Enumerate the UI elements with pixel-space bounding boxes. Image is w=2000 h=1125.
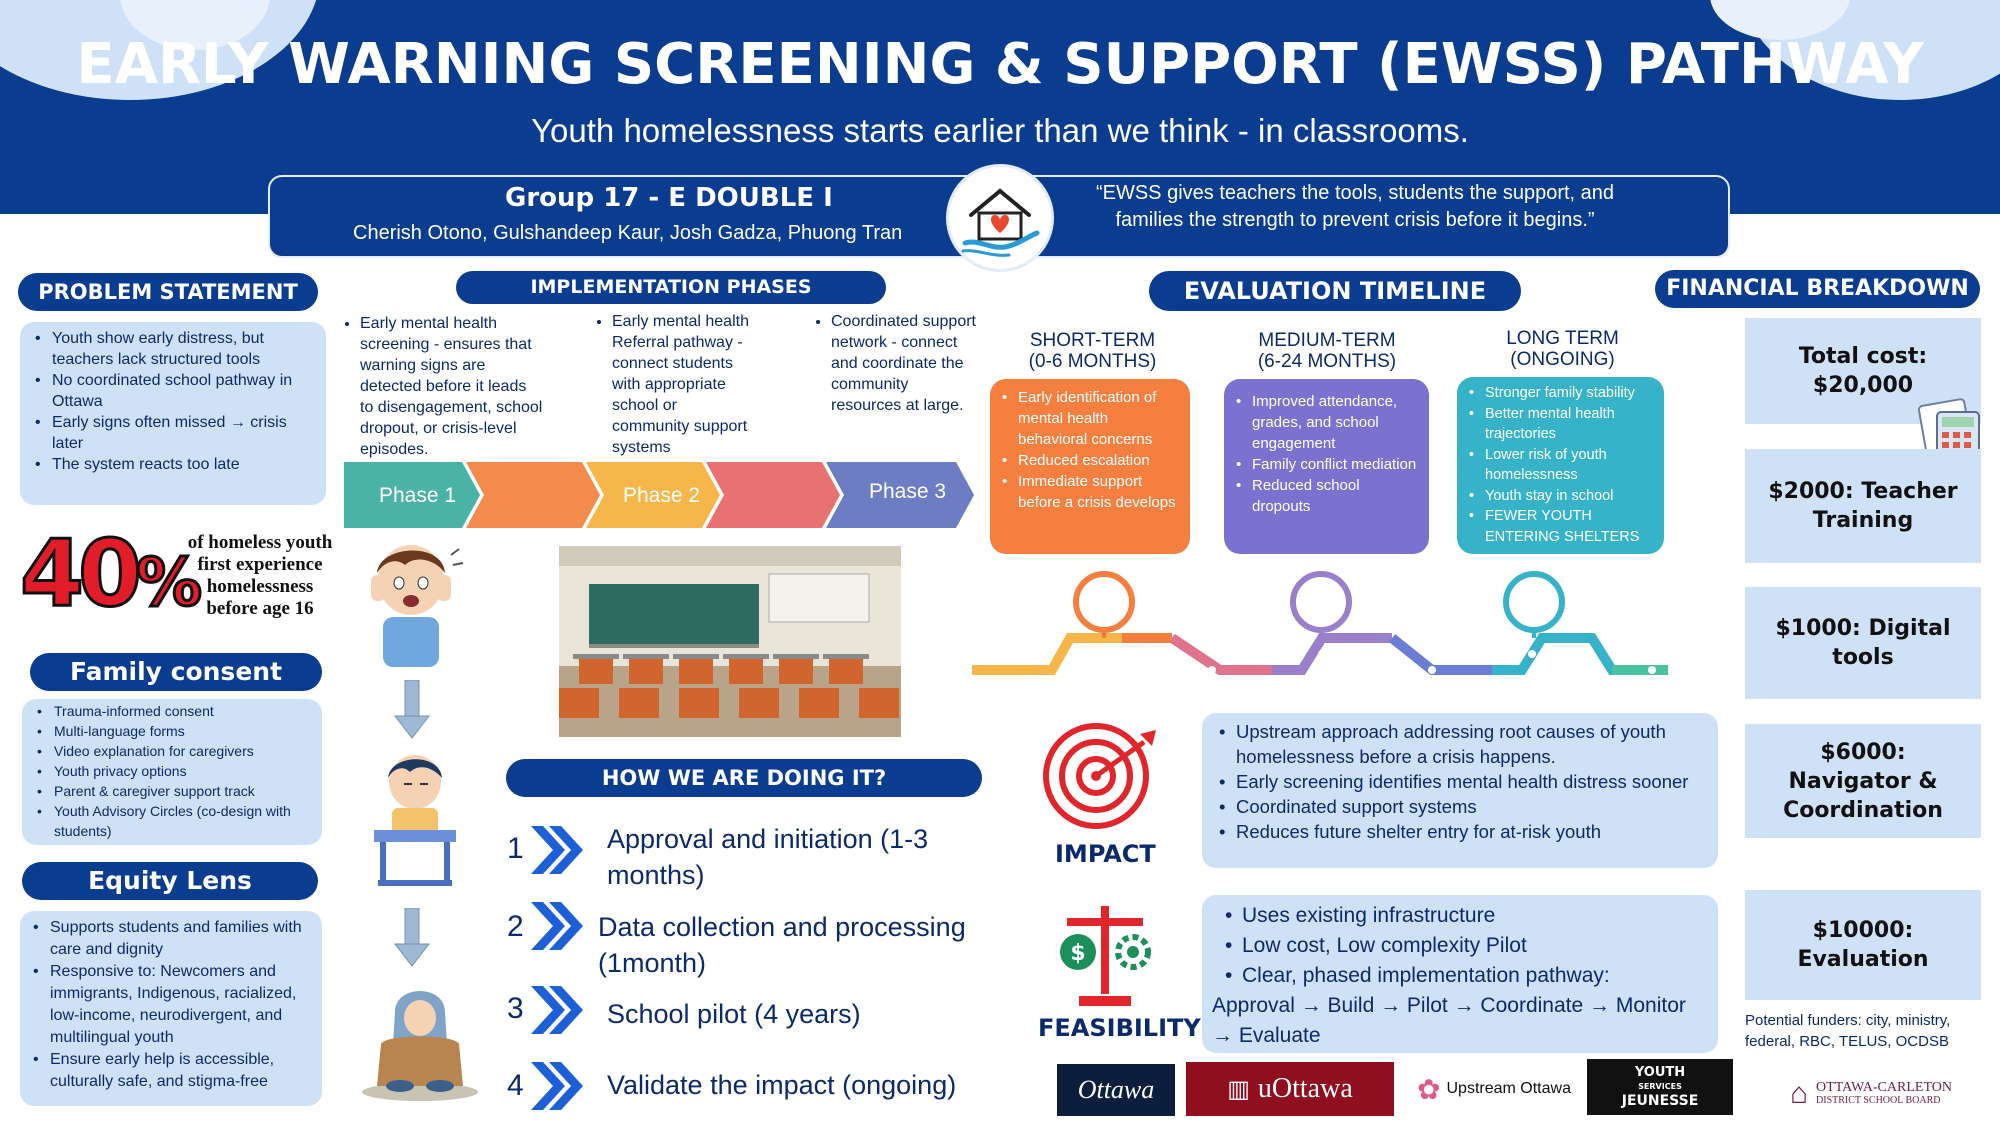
phase-3-label: Phase 3 xyxy=(869,480,947,503)
consent-item: Youth Advisory Circles (co-design with s… xyxy=(34,801,314,841)
group-title: Group 17 - E DOUBLE I xyxy=(505,183,833,213)
phase-3-description: Coordinated support network - connect an… xyxy=(815,311,980,416)
chevron-phase-2 xyxy=(586,462,720,528)
target-icon xyxy=(1043,723,1156,829)
ocdsb-logo: ⌂ OTTAWA-CARLETON DISTRICT SCHOOL BOARD xyxy=(1790,1077,1952,1110)
impact-label: IMPACT xyxy=(1055,840,1156,868)
step-text: School pilot (4 years) xyxy=(607,999,861,1029)
upstream-ottawa-logo: ✿Upstream Ottawa xyxy=(1417,1073,1571,1105)
short-term-card: Early identification of mental health be… xyxy=(990,379,1190,554)
tired-student-illustration xyxy=(374,755,456,886)
phase-1-description: Early mental health screening - ensures … xyxy=(344,313,544,460)
double-chevron-icon xyxy=(531,902,583,950)
potential-funders: Potential funders: city, ministry, feder… xyxy=(1745,1012,1951,1050)
chevron-phase-3 xyxy=(826,462,974,528)
youth-services-logo: YOUTH SERVICES JEUNESSE xyxy=(1587,1059,1733,1115)
impact-box: Upstream approach addressing root causes… xyxy=(1202,713,1718,868)
financial-navigator: $6000: Navigator & Coordination xyxy=(1745,724,1981,838)
consent-item: Trauma-informed consent xyxy=(34,701,314,721)
phase-2-label: Phase 2 xyxy=(623,484,701,507)
feasibility-item: Clear, phased implementation pathway: xyxy=(1222,961,1708,991)
phase-2-description: Early mental health Referral pathway - c… xyxy=(596,311,756,458)
feasibility-item: Uses existing infrastructure xyxy=(1222,901,1708,931)
calculator-icon xyxy=(1917,398,1980,465)
phase-chevrons xyxy=(344,462,974,528)
down-arrow-icon xyxy=(393,680,431,739)
svg-text:$: $ xyxy=(1070,941,1085,966)
classroom-photo xyxy=(559,546,901,737)
problem-item: No coordinated school pathway in Ottawa xyxy=(32,370,316,412)
medium-term-title: MEDIUM-TERM(6-24 MONTHS) xyxy=(1257,330,1397,372)
double-chevron-icon xyxy=(531,986,583,1034)
consent-item: Video explanation for caregivers xyxy=(34,741,314,761)
phases-heading: IMPLEMENTATION PHASES xyxy=(456,271,886,304)
impact-item: Reduces future shelter entry for at-risk… xyxy=(1216,819,1708,844)
quote: “EWSS gives teachers the tools, students… xyxy=(1095,182,1615,231)
long-term-card: Stronger family stability Better mental … xyxy=(1457,377,1664,554)
equity-item: Ensure early help is accessible, cultura… xyxy=(30,1049,314,1093)
problem-item: Youth show early distress, but teachers … xyxy=(32,328,316,370)
step-number: 4 xyxy=(507,1069,524,1102)
ottawa-logo: Ottawa xyxy=(1057,1064,1175,1116)
equity-item: Responsive to: Newcomers and immigrants,… xyxy=(30,961,314,1049)
double-chevron-icon xyxy=(531,1062,583,1110)
flower-icon: ✿ xyxy=(1417,1073,1441,1105)
problem-heading: PROBLEM STATEMENT xyxy=(18,273,318,311)
impact-item: Coordinated support systems xyxy=(1216,794,1708,819)
medium-term-card: Improved attendance, grades, and school … xyxy=(1224,379,1429,554)
double-chevron-icon xyxy=(531,826,583,874)
chevron-arrow-red xyxy=(706,462,840,528)
long-term-title: LONG TERM(ONGOING) xyxy=(1506,328,1619,370)
uottawa-logo: ▥uOttawa xyxy=(1186,1062,1394,1116)
phase-1-label: Phase 1 xyxy=(379,484,457,507)
balance-scale-icon: $ xyxy=(1060,906,1151,1006)
poster-subtitle: Youth homelessness starts earlier than w… xyxy=(531,112,1469,149)
school-icon: ⌂ xyxy=(1790,1077,1809,1110)
evaluation-heading: EVALUATION TIMELINE xyxy=(1149,271,1521,311)
consent-item: Youth privacy options xyxy=(34,761,314,781)
impact-item: Early screening identifies mental health… xyxy=(1216,769,1708,794)
step-number: 1 xyxy=(507,832,524,865)
equity-heading: Equity Lens xyxy=(22,862,318,900)
step-text: Approval and initiation (1-3 months) xyxy=(607,824,929,890)
timeline-graphic xyxy=(972,571,1668,675)
homeless-youth-illustration xyxy=(362,991,478,1101)
short-term-title: SHORT-TERM(0-6 MONTHS) xyxy=(1028,330,1157,372)
financial-heading: FINANCIAL BREAKDOWN xyxy=(1655,270,1980,308)
problem-item: The system reacts too late xyxy=(32,454,316,475)
how-heading: HOW WE ARE DOING IT? xyxy=(506,759,982,797)
stat-number: 40% xyxy=(18,519,203,629)
financial-teacher-training: $2000: Teacher Training xyxy=(1745,449,1981,563)
consent-box: Trauma-informed consent Multi-language f… xyxy=(22,699,322,845)
feasibility-label: FEASIBILITY xyxy=(1038,1014,1201,1042)
step-number: 2 xyxy=(507,910,524,943)
feasibility-item: Low cost, Low complexity Pilot xyxy=(1222,931,1708,961)
impact-item: Upstream approach addressing root causes… xyxy=(1216,719,1708,769)
poster-title: EARLY WARNING SCREENING & SUPPORT (EWSS)… xyxy=(76,32,1924,97)
step-number: 3 xyxy=(507,992,524,1025)
down-arrow-icon xyxy=(393,908,431,967)
financial-digital-tools: $1000: Digital tools xyxy=(1745,587,1981,699)
problem-box: Youth show early distress, but teachers … xyxy=(20,322,326,505)
feasibility-pathway: Approval → Build → Pilot → Coordinate → … xyxy=(1212,994,1686,1047)
stat-text: of homeless youth first experience homel… xyxy=(187,532,333,619)
consent-item: Multi-language forms xyxy=(34,721,314,741)
building-icon: ▥ xyxy=(1227,1076,1250,1103)
step-text: Data collection and processing (1month) xyxy=(598,912,966,978)
chevron-arrow-orange xyxy=(466,462,600,528)
consent-heading: Family consent xyxy=(30,653,322,691)
step-text: Validate the impact (ongoing) xyxy=(607,1070,957,1100)
financial-evaluation: $10000: Evaluation xyxy=(1745,890,1981,1000)
equity-box: Supports students and families with care… xyxy=(20,911,322,1106)
problem-item: Early signs often missed → crisis later xyxy=(32,412,316,454)
group-members: Cherish Otono, Gulshandeep Kaur, Josh Ga… xyxy=(353,222,903,244)
home-heart-logo-icon xyxy=(946,164,1054,272)
chevron-phase-1 xyxy=(344,462,480,528)
feasibility-box: Uses existing infrastructure Low cost, L… xyxy=(1202,895,1718,1053)
consent-item: Parent & caregiver support track xyxy=(34,781,314,801)
equity-item: Supports students and families with care… xyxy=(30,917,314,961)
distressed-child-illustration xyxy=(371,545,464,667)
